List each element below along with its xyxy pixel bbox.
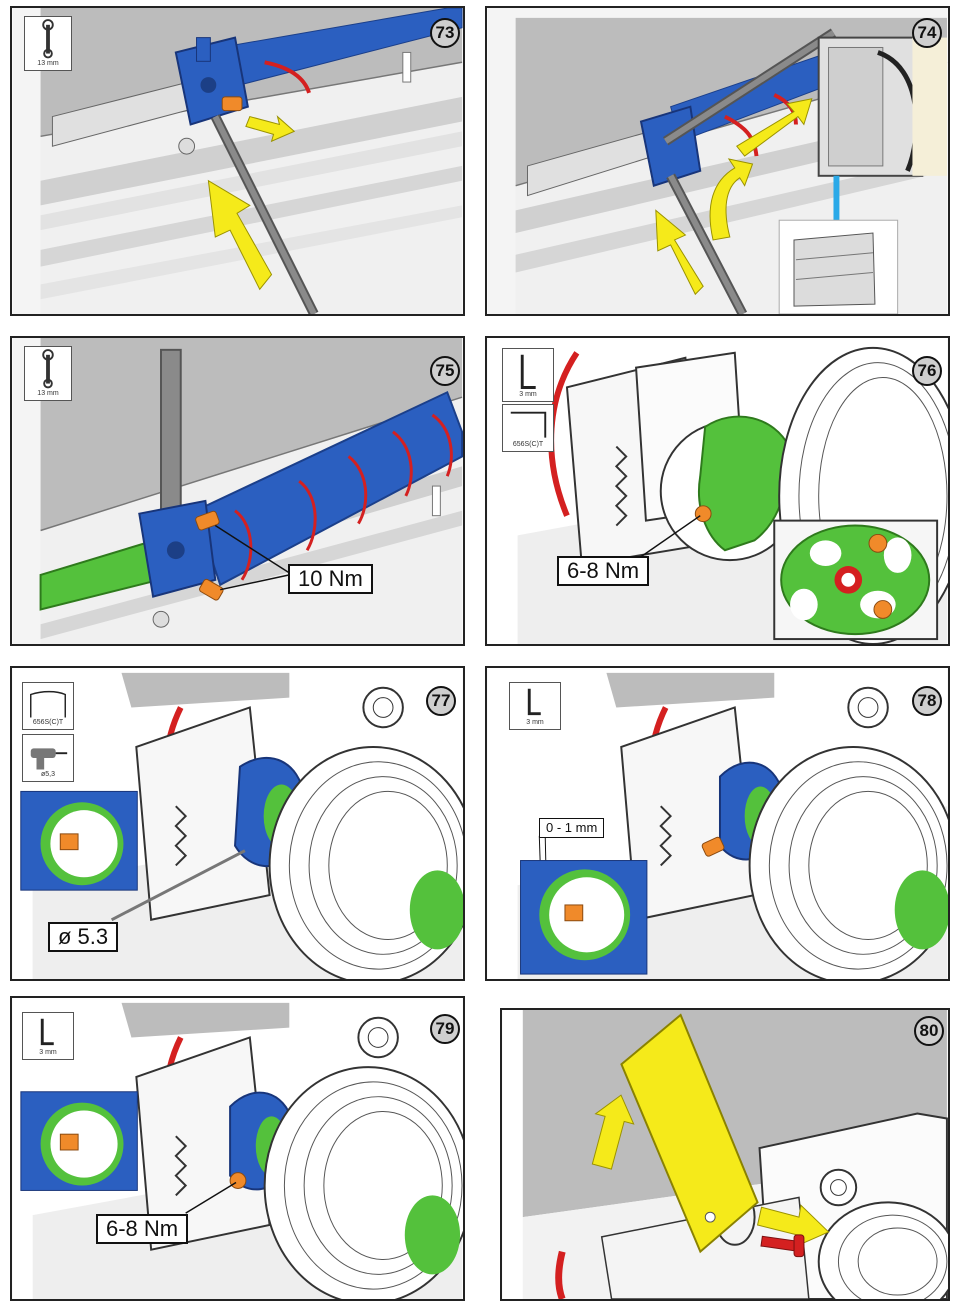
step-79-illustration: [12, 998, 463, 1299]
step-number-badge: 73: [430, 18, 460, 48]
step-number-badge: 79: [430, 1014, 460, 1044]
torque-callout: 10 Nm: [288, 564, 373, 594]
step-80-panel: 80: [500, 1008, 950, 1301]
tool-caption: 656S(C)T: [32, 719, 64, 726]
step-number-badge: 80: [914, 1016, 944, 1046]
step-number-badge: 74: [912, 18, 942, 48]
allen-key-icon: [40, 1018, 54, 1046]
torque-callout: 6-8 Nm: [557, 556, 650, 586]
wrench-tool-icon: 13 mm: [24, 346, 72, 401]
allen-key-icon: [527, 688, 541, 716]
step-number-badge: 77: [426, 686, 456, 716]
step-number-badge: 76: [912, 356, 942, 386]
step-74-illustration: [488, 8, 948, 314]
torque-callout: 6-8 Nm: [96, 1214, 189, 1244]
allen-key-tool-icon: 3 mm: [22, 1012, 74, 1060]
tool-caption: 13 mm: [37, 390, 59, 397]
template-tool-icon: 656S(C)T: [502, 404, 554, 452]
gap-callout: 0 - 1 mm: [539, 818, 605, 838]
drill-diameter-callout: ø 5.3: [48, 922, 119, 952]
drill-tool-icon: ø5,3: [22, 734, 74, 782]
step-76-illustration: [488, 338, 948, 644]
allen-key-icon: [520, 354, 536, 389]
step-79-panel: 3 mm 6-8 Nm 79: [10, 996, 465, 1301]
allen-key-tool-icon: 3 mm: [502, 348, 554, 402]
tool-caption-2: 656S(C)T: [512, 441, 544, 448]
tool-caption-2: ø5,3: [40, 771, 55, 778]
template-icon: [30, 690, 66, 718]
step-75-panel: 13 mm 10 Nm 75: [10, 336, 465, 646]
allen-key-tool-icon: 3 mm: [509, 682, 561, 730]
template-icon: [510, 411, 547, 438]
tool-caption: 3 mm: [519, 391, 537, 398]
step-78-panel: 3 mm 0 - 1 mm 78: [485, 666, 950, 981]
tool-caption: 3 mm: [39, 1049, 57, 1056]
step-75-illustration: [12, 338, 463, 644]
wrench-tool-icon: 13 mm: [24, 16, 72, 71]
step-number-badge: 75: [430, 356, 460, 386]
template-tool-icon: 656S(C)T: [22, 682, 74, 730]
step-74-panel: 74: [485, 6, 950, 316]
wrench-icon: [42, 19, 54, 59]
step-73-illustration: [12, 8, 463, 314]
step-number-badge: 78: [912, 686, 942, 716]
drill-icon: [30, 748, 68, 770]
step-76-panel: 3 mm 656S(C)T 6-8 Nm 76: [485, 336, 950, 646]
wrench-icon: [42, 349, 54, 389]
tool-caption: 3 mm: [526, 719, 544, 726]
step-77-panel: 656S(C)T ø5,3 ø 5.3 77: [10, 666, 465, 981]
step-73-panel: 13 mm 73: [10, 6, 465, 316]
tool-caption: 13 mm: [37, 60, 59, 67]
step-80-illustration: [503, 1010, 948, 1299]
